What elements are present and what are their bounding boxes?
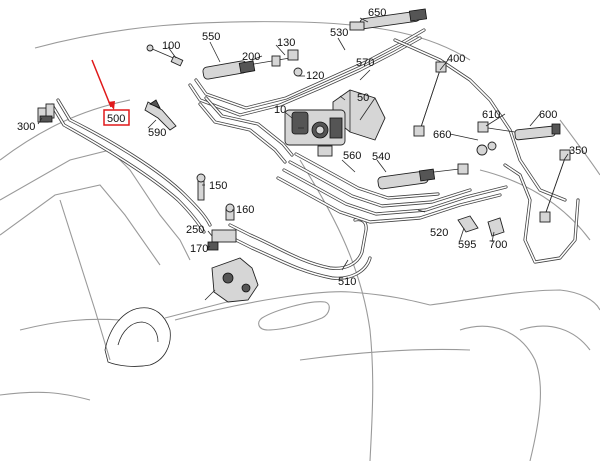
part-610-600-660-connectors — [476, 121, 561, 156]
label-200: 200 — [242, 51, 260, 63]
highlight-marker — [91, 59, 130, 126]
hydraulic-line-510 — [228, 217, 372, 280]
label-595: 595 — [458, 239, 476, 251]
part-100-cylinder-rod — [146, 44, 184, 67]
hydraulic-line-right — [503, 163, 580, 264]
label-570: 570 — [356, 57, 374, 69]
highlight-box-500 — [103, 109, 130, 126]
part-550-cylinder — [202, 49, 303, 80]
highlight-arrow-head — [108, 101, 115, 110]
part-350-cylinder — [539, 149, 571, 223]
part-400-cylinder — [413, 61, 447, 137]
hydraulic-line-500 — [50, 98, 212, 234]
label-400: 400 — [447, 53, 465, 65]
label-520: 520 — [430, 227, 448, 239]
hydraulic-line-520 — [276, 152, 508, 224]
part-labels: 10 50 100 120 130 150 160 170 200 250 30… — [17, 7, 587, 288]
part-650-cylinder — [349, 8, 428, 31]
door-handle — [258, 301, 330, 331]
part-10-pump-unit — [284, 109, 346, 157]
car-body-outline — [0, 21, 600, 461]
part-latch-mechanism — [204, 257, 259, 303]
label-50: 50 — [357, 92, 369, 104]
part-590-clip — [144, 99, 177, 131]
label-540: 540 — [372, 151, 390, 163]
label-550: 550 — [202, 31, 220, 43]
leader-lines — [37, 17, 569, 271]
label-610: 610 — [482, 109, 500, 121]
label-600: 600 — [539, 109, 557, 121]
highlight-arrow — [91, 59, 112, 108]
label-100: 100 — [162, 40, 180, 52]
label-560: 560 — [343, 150, 361, 162]
label-10: 10 — [274, 104, 286, 116]
label-300: 300 — [17, 121, 35, 133]
label-130: 130 — [277, 37, 295, 49]
side-mirror — [104, 295, 251, 367]
part-595-700-clips — [457, 215, 505, 237]
label-170: 170 — [190, 243, 208, 255]
label-150: 150 — [209, 180, 227, 192]
label-160: 160 — [236, 204, 254, 216]
label-590: 590 — [148, 127, 166, 139]
label-510: 510 — [338, 276, 356, 288]
label-500: 500 — [107, 113, 125, 125]
label-530: 530 — [330, 27, 348, 39]
label-120: 120 — [306, 70, 324, 82]
part-540-cylinder — [377, 163, 469, 190]
label-700: 700 — [489, 239, 507, 251]
part-300-bracket — [37, 103, 55, 123]
part-50-reservoir — [332, 89, 386, 141]
label-250: 250 — [186, 224, 204, 236]
label-350: 350 — [569, 145, 587, 157]
label-650: 650 — [368, 7, 386, 19]
label-660: 660 — [433, 129, 451, 141]
part-150-160-250-170 — [196, 173, 237, 251]
